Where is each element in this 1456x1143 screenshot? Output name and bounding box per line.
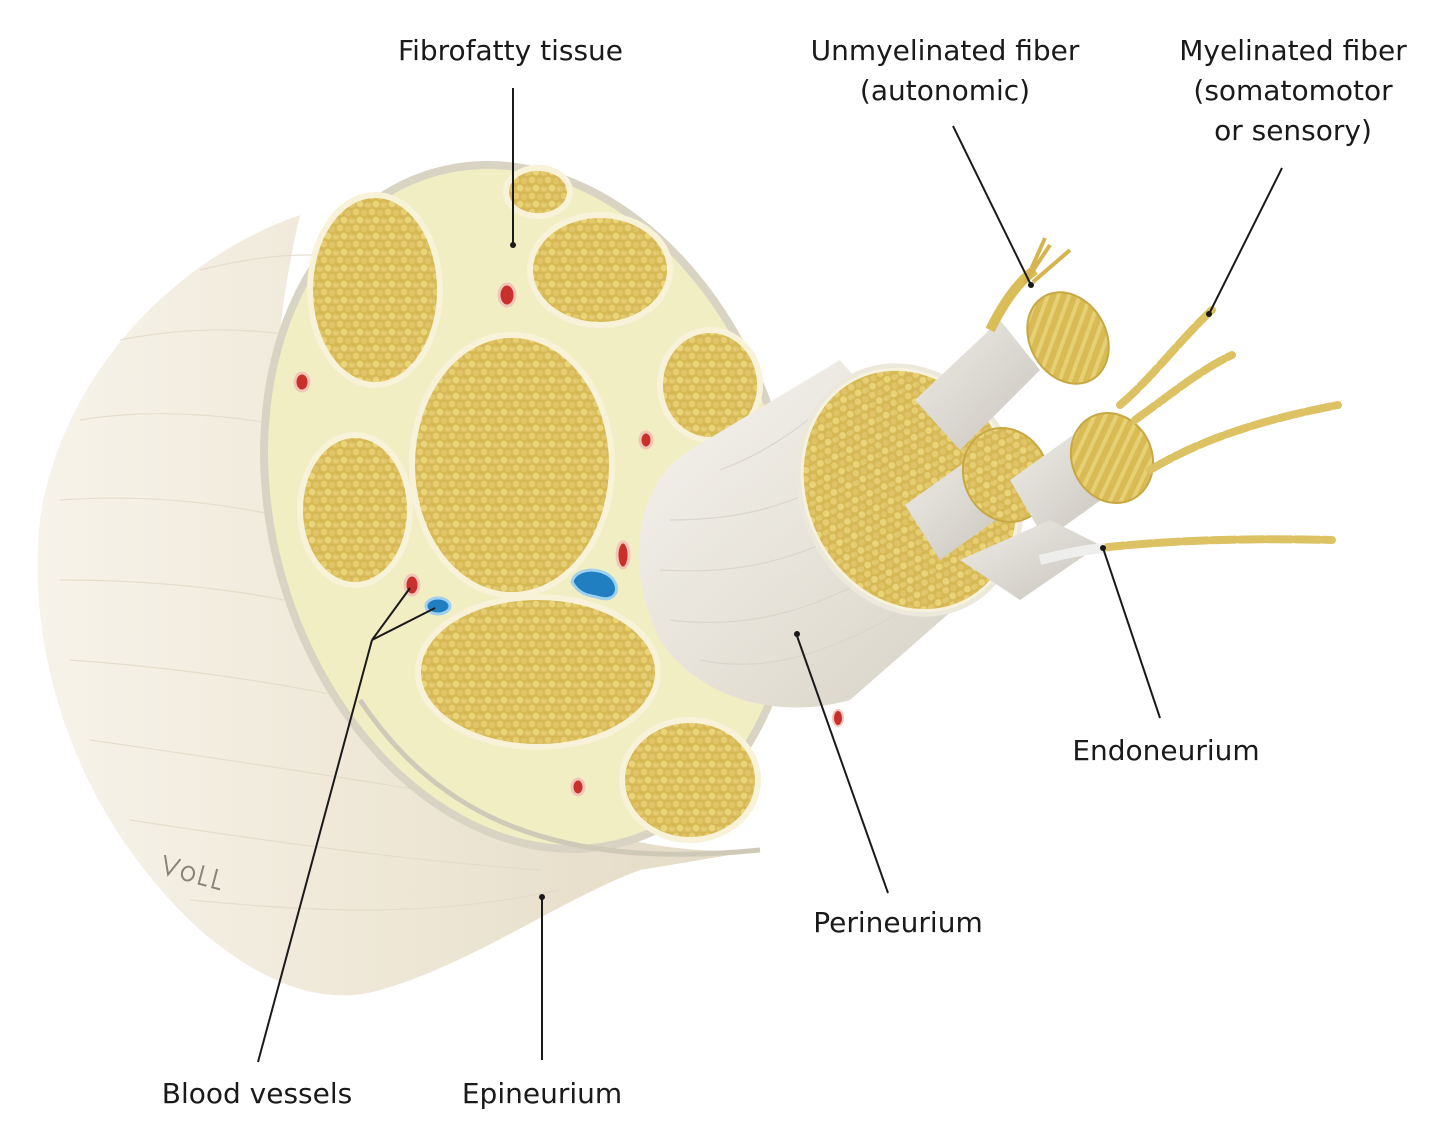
fascicle <box>527 212 673 328</box>
fascicles <box>297 165 763 843</box>
artery <box>832 709 844 727</box>
fascicle <box>619 717 761 843</box>
artery <box>293 371 311 393</box>
label-myelinated-line2: (somatomotor <box>1193 74 1393 107</box>
leader-endoneurium <box>1102 547 1161 719</box>
fascicle <box>297 432 413 588</box>
artery <box>497 282 517 308</box>
fascicle <box>415 594 661 750</box>
fascicle <box>307 192 443 388</box>
leader-dot <box>794 631 800 637</box>
label-myelinated-line3: or sensory) <box>1214 114 1372 147</box>
fascicle <box>503 165 573 219</box>
blood-vessels <box>293 282 844 797</box>
label-endoneurium: Endoneurium <box>1066 731 1266 771</box>
label-unmyelinated-line1: Unmyelinated fiber <box>810 34 1080 67</box>
leader-dot <box>1028 282 1034 288</box>
label-blood-vessels-text: Blood vessels <box>161 1077 353 1110</box>
leader-blood-vessels-2 <box>371 587 411 641</box>
leader-blood-vessels-3 <box>371 607 436 641</box>
leader-myelinated <box>1209 167 1283 313</box>
epineurium-rim <box>357 698 761 857</box>
artist-signature <box>164 854 221 891</box>
leader-perineurium <box>796 635 889 894</box>
label-epineurium: Epineurium <box>452 1074 632 1114</box>
leader-lines <box>257 88 1283 1063</box>
fascicle <box>409 332 615 598</box>
artery <box>638 430 654 450</box>
vein <box>570 568 618 601</box>
label-perineurium-text: Perineurium <box>813 906 983 939</box>
label-fibrofatty-tissue: Fibrofatty tissue <box>398 31 623 71</box>
artery <box>615 540 631 570</box>
label-perineurium: Perineurium <box>808 903 988 943</box>
leader-dot <box>539 894 545 900</box>
label-blood-vessels: Blood vessels <box>152 1074 362 1114</box>
leader-dot <box>1100 545 1106 551</box>
leader-unmyelinated <box>952 125 1031 284</box>
label-unmyelinated-line2: (autonomic) <box>859 74 1031 107</box>
label-unmyelinated-fiber: Unmyelinated fiber (autonomic) <box>808 31 1082 111</box>
label-endoneurium-text: Endoneurium <box>1072 734 1260 767</box>
leader-dot <box>510 242 516 248</box>
label-myelinated-fiber: Myelinated fiber (somatomotor or sensory… <box>1176 31 1410 151</box>
leader-dot <box>1206 311 1212 317</box>
label-myelinated-line1: Myelinated fiber <box>1179 34 1407 67</box>
nerve-fibers <box>905 237 1342 600</box>
artery <box>570 777 586 797</box>
label-epineurium-text: Epineurium <box>461 1077 623 1110</box>
label-fibrofatty-text: Fibrofatty tissue <box>398 34 623 67</box>
leader-blood-vessels-1 <box>257 639 373 1063</box>
